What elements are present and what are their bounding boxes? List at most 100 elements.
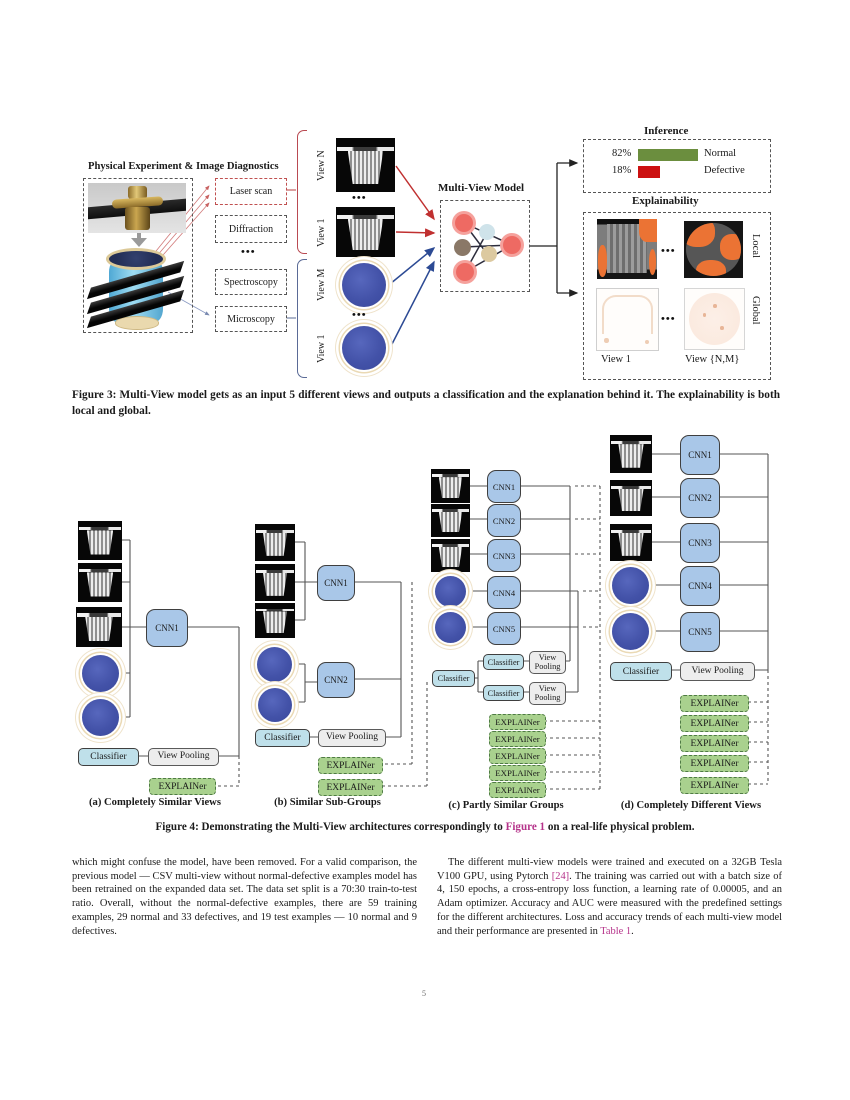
fig4d-laser-thumb: [610, 435, 652, 473]
fig4d-cnn4: CNN4: [680, 566, 720, 606]
inference-label-defective: Defective: [704, 165, 745, 176]
figure1-link[interactable]: Figure 1: [505, 821, 546, 833]
ellipsis-dots: •••: [661, 245, 676, 257]
fig4a-cnn1: CNN1: [146, 609, 188, 647]
figure4-caption: Figure 4: Demonstrating the Multi-View a…: [0, 821, 850, 833]
fig4c-explainer: EXPLAINer: [489, 748, 546, 764]
laser-view-1-image: [336, 207, 395, 257]
fig4d-explainer: EXPLAINer: [680, 777, 749, 794]
fig3-experiment-photo: [88, 183, 186, 233]
fig4d-cnn5: CNN5: [680, 612, 720, 652]
fig4b-explainer: EXPLAINer: [318, 779, 383, 796]
fig4c-micro-thumb: [435, 612, 466, 643]
nn-node: [503, 236, 521, 254]
fig4b-laser-thumb: [255, 603, 295, 638]
down-arrow-icon: [131, 233, 147, 248]
fig4b-classifier: Classifier: [255, 729, 310, 747]
method-label: Microscopy: [227, 313, 275, 325]
fig4d-laser-thumb: [610, 524, 652, 561]
fig3-sample-cylinder: [87, 248, 185, 330]
fig4a-laser-thumb: [78, 563, 122, 602]
view-label-n: View N: [316, 150, 327, 182]
local-explain-micro-image: [684, 221, 743, 278]
laser-views-bracket: [297, 130, 307, 254]
explainability-title: Explainability: [632, 195, 699, 207]
fig4d-micro-thumb: [612, 567, 649, 604]
view-label-m: View M: [316, 268, 327, 302]
local-explain-laser-image: [597, 219, 657, 279]
ellipsis-dots: •••: [661, 313, 676, 325]
explain-col-label-viewnm: View {N,M}: [685, 354, 740, 365]
fig4c-classifier-main: Classifier: [432, 670, 475, 687]
nn-node: [481, 246, 497, 262]
paragraph-text: The different multi-view models were tra…: [437, 857, 782, 882]
fig4d-view-pooling: View Pooling: [680, 662, 755, 681]
fig4c-explainer: EXPLAINer: [489, 765, 546, 781]
fig4c-laser-thumb: [431, 539, 470, 572]
fig4a-laser-thumb: [76, 607, 122, 647]
photo-brass-stem: [125, 206, 150, 230]
inference-label-normal: Normal: [704, 148, 737, 159]
view-label-1-laser: View 1: [316, 218, 327, 247]
paragraph-text: .: [631, 925, 634, 937]
method-box-diffraction: Diffraction: [215, 215, 287, 243]
explain-col-label-view1: View 1: [601, 354, 631, 365]
fig4c-view-pooling-bottom: View Pooling: [529, 682, 566, 705]
laser-view-n-image: [336, 138, 395, 192]
fig3-left-title: Physical Experiment & Image Diagnostics: [88, 161, 279, 172]
bar-defective: [638, 166, 660, 178]
method-box-microscopy: Microscopy: [215, 306, 287, 332]
fig4b-cnn2: CNN2: [317, 662, 355, 698]
paragraph: The different multi-view models were tra…: [437, 856, 782, 938]
fig4d-cnn3: CNN3: [680, 523, 720, 563]
paragraph: which might confuse the model, have been…: [72, 857, 417, 937]
fig4d-cnn2: CNN2: [680, 478, 720, 518]
body-left-column: which might confuse the model, have been…: [72, 856, 417, 938]
micro-views-bracket: [297, 259, 307, 378]
method-box-spectroscopy: Spectroscopy: [215, 269, 287, 295]
fig4b-explainer: EXPLAINer: [318, 757, 383, 774]
page-number: 5: [422, 989, 426, 998]
fig4b-laser-thumb: [255, 564, 295, 601]
fig4c-explainer: EXPLAINer: [489, 782, 546, 798]
fig4c-view-pooling-top: View Pooling: [529, 651, 566, 674]
fig4d-explainer: EXPLAINer: [680, 755, 749, 772]
fig4d-cnn1: CNN1: [680, 435, 720, 475]
fig4b-view-pooling: View Pooling: [318, 729, 386, 747]
ref-24-link[interactable]: [24]: [551, 870, 570, 882]
fig4d-laser-thumb: [610, 480, 652, 516]
fig4a-caption: (a) Completely Similar Views: [89, 797, 221, 808]
fig4d-explainer: EXPLAINer: [680, 715, 749, 732]
nn-node: [454, 239, 471, 256]
fig4c-laser-thumb: [431, 504, 470, 537]
cylinder-top: [105, 248, 167, 271]
ellipsis-dots: •••: [241, 246, 256, 258]
table1-link[interactable]: Table 1: [600, 925, 632, 937]
fig4a-explainer: EXPLAINer: [149, 778, 216, 795]
method-box-laser-scan: Laser scan: [215, 178, 287, 205]
local-row-label: Local: [750, 234, 761, 258]
global-row-label: Global: [750, 296, 761, 325]
fig4a-laser-thumb: [78, 521, 122, 560]
fig4b-micro-thumb: [257, 647, 292, 682]
inference-pct-defective: 18%: [612, 165, 632, 176]
global-explain-micro-image: [684, 288, 745, 350]
figure4-caption-text: Figure 4: Demonstrating the Multi-View a…: [155, 821, 506, 833]
method-label: Diffraction: [228, 223, 274, 235]
fig4c-explainer: EXPLAINer: [489, 714, 546, 730]
fig4b-caption: (b) Similar Sub-Groups: [274, 797, 381, 808]
body-right-column: The different multi-view models were tra…: [437, 856, 782, 938]
fig4c-classifier-bottom: Classifier: [483, 685, 524, 701]
fig4a-micro-thumb: [82, 699, 119, 736]
fig4c-explainer: EXPLAINer: [489, 731, 546, 747]
fig4b-laser-thumb: [255, 524, 295, 561]
figure4-caption-text: on a real-life physical problem.: [545, 821, 695, 833]
fig4c-cnn1: CNN1: [487, 470, 521, 503]
fig4c-micro-thumb: [435, 576, 466, 607]
model-dashed-box: [440, 200, 530, 292]
micro-view-1-image: [342, 326, 386, 370]
fig4d-explainer: EXPLAINer: [680, 695, 749, 712]
fig4a-classifier: Classifier: [78, 748, 139, 766]
fig4b-cnn1: CNN1: [317, 565, 355, 601]
